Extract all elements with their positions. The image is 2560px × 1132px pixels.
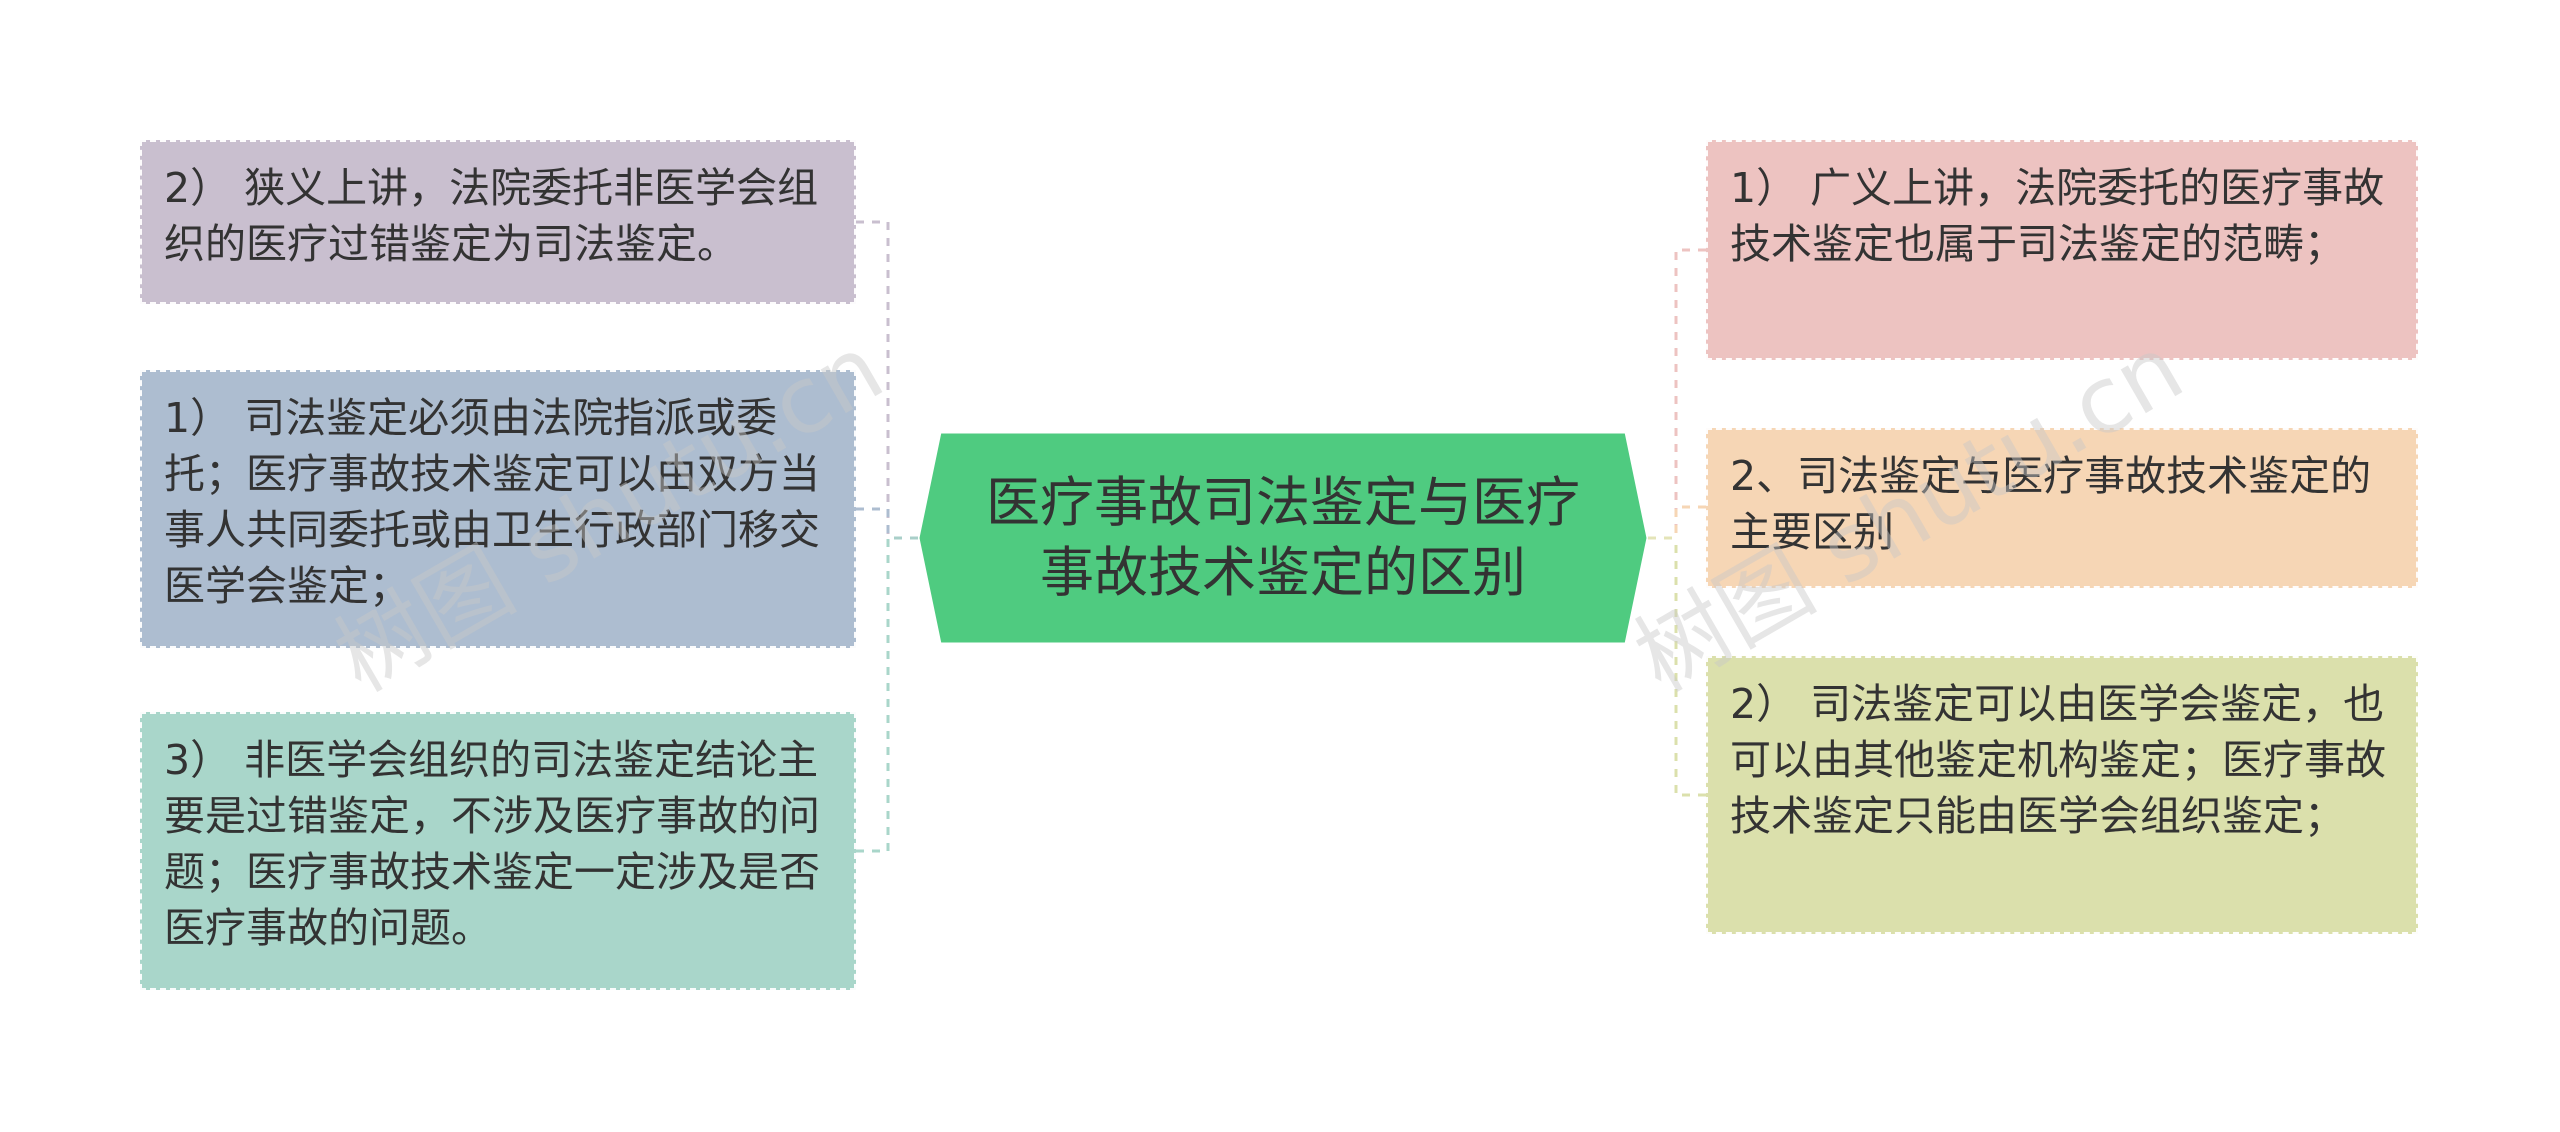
connector-right-3 [1674, 538, 1706, 797]
central-topic-text: 医疗事故司法鉴定与医疗事故技术鉴定的区别 [986, 471, 1580, 604]
right-node-2[interactable]: 2、司法鉴定与医疗事故技术鉴定的主要区别 [1706, 428, 2418, 588]
left-node-2-text: 1） 司法鉴定必须由法院指派或委托；医疗事故技术鉴定可以由双方当事人共同委托或由… [164, 394, 820, 610]
left-node-3-text: 3） 非医学会组织的司法鉴定结论主要是过错鉴定，不涉及医疗事故的问题；医疗事故技… [164, 736, 820, 952]
right-node-3[interactable]: 2） 司法鉴定可以由医学会鉴定，也可以由其他鉴定机构鉴定；医疗事故技术鉴定只能由… [1706, 656, 2418, 934]
left-node-1[interactable]: 2） 狭义上讲，法院委托非医学会组织的医疗过错鉴定为司法鉴定。 [140, 140, 856, 304]
connector-right-2 [1674, 505, 1706, 538]
connector-left-3 [856, 538, 890, 853]
central-topic[interactable]: 医疗事故司法鉴定与医疗事故技术鉴定的区别 [918, 432, 1648, 644]
connector-right-1 [1674, 248, 1706, 538]
right-node-3-text: 2） 司法鉴定可以由医学会鉴定，也可以由其他鉴定机构鉴定；医疗事故技术鉴定只能由… [1730, 680, 2386, 840]
left-node-1-text: 2） 狭义上讲，法院委托非医学会组织的医疗过错鉴定为司法鉴定。 [164, 164, 819, 268]
connector-left-1 [856, 220, 890, 538]
connector-left-2 [856, 507, 890, 538]
central-topic-shape [918, 432, 1648, 644]
right-node-2-text: 2、司法鉴定与医疗事故技术鉴定的主要区别 [1730, 452, 2372, 556]
left-node-2[interactable]: 1） 司法鉴定必须由法院指派或委托；医疗事故技术鉴定可以由双方当事人共同委托或由… [140, 370, 856, 648]
right-node-1[interactable]: 1） 广义上讲，法院委托的医疗事故技术鉴定也属于司法鉴定的范畴； [1706, 140, 2418, 360]
left-node-3[interactable]: 3） 非医学会组织的司法鉴定结论主要是过错鉴定，不涉及医疗事故的问题；医疗事故技… [140, 712, 856, 990]
right-node-1-text: 1） 广义上讲，法院委托的医疗事故技术鉴定也属于司法鉴定的范畴； [1730, 164, 2385, 268]
